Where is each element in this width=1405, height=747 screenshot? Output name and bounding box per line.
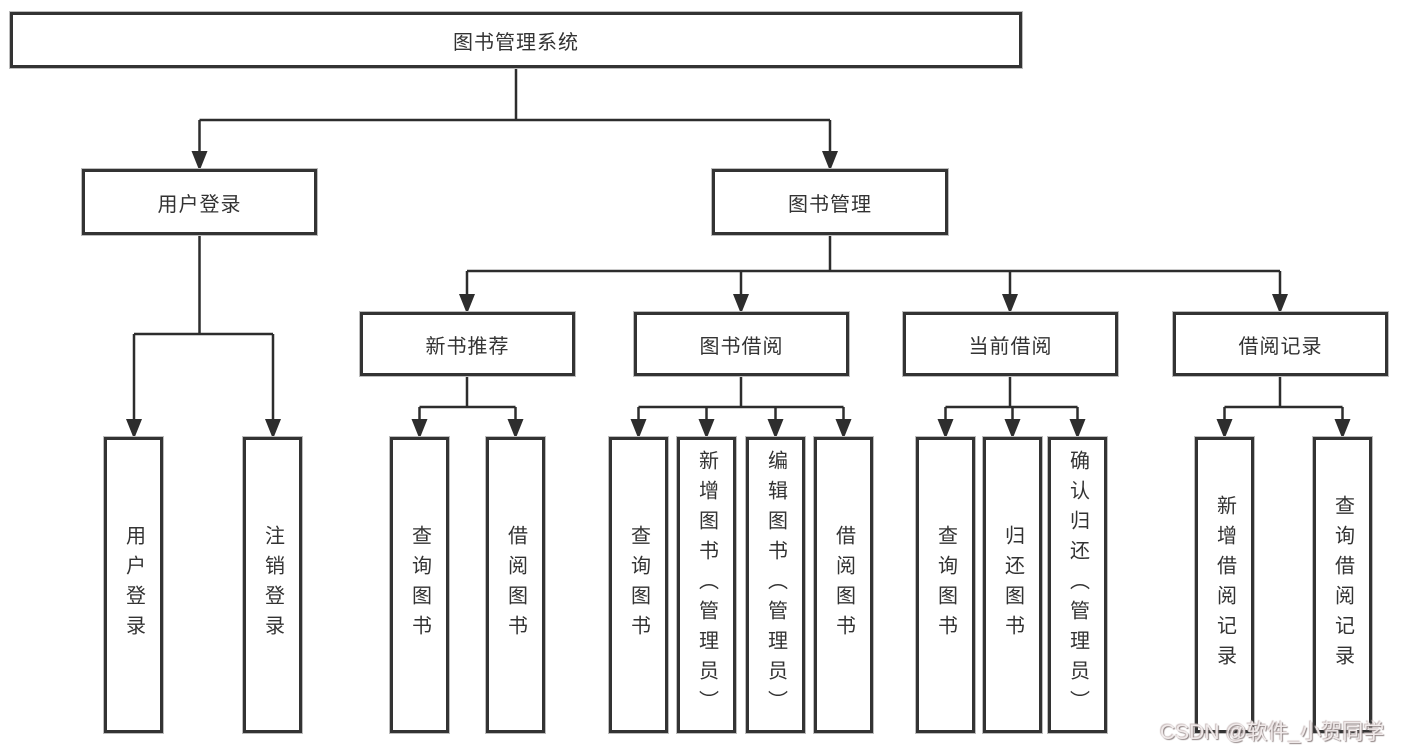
node-label: 图书管理 bbox=[788, 193, 872, 216]
leaf-label: 注销登录 bbox=[261, 525, 284, 645]
leaf-label: 用户登录 bbox=[122, 525, 145, 645]
leaf-label: 新增图书（管理员） bbox=[695, 450, 718, 720]
node-new-book-recommendation: 新书推荐 bbox=[360, 312, 575, 376]
leaf-query-borrow-record: 查询借阅记录 bbox=[1313, 437, 1372, 733]
node-book-borrowing: 图书借阅 bbox=[634, 312, 849, 376]
leaf-confirm-return-admin: 确认归还（管理员） bbox=[1048, 437, 1107, 733]
node-label: 图书管理系统 bbox=[453, 31, 579, 54]
leaf-query-books-recommend: 查询图书 bbox=[390, 437, 449, 733]
leaf-logout: 注销登录 bbox=[243, 437, 302, 733]
leaf-label: 查询图书 bbox=[934, 525, 957, 645]
leaf-label: 借阅图书 bbox=[504, 525, 527, 645]
leaf-add-books-admin: 新增图书（管理员） bbox=[677, 437, 736, 733]
leaf-edit-books-admin: 编辑图书（管理员） bbox=[746, 437, 805, 733]
leaf-label: 借阅图书 bbox=[832, 525, 855, 645]
node-label: 借阅记录 bbox=[1238, 335, 1323, 358]
leaf-label: 归还图书 bbox=[1001, 525, 1024, 645]
leaf-label: 确认归还（管理员） bbox=[1066, 450, 1089, 720]
leaf-add-borrow-record: 新增借阅记录 bbox=[1195, 437, 1254, 733]
node-library-management-system: 图书管理系统 bbox=[10, 12, 1022, 68]
leaf-label: 查询图书 bbox=[627, 525, 650, 645]
leaf-query-books-current: 查询图书 bbox=[916, 437, 975, 733]
leaf-borrow-books: 借阅图书 bbox=[814, 437, 873, 733]
node-user-login: 用户登录 bbox=[82, 169, 317, 235]
csdn-watermark: CSDN @软件_小贺同学 bbox=[1160, 721, 1385, 744]
node-current-borrowing: 当前借阅 bbox=[903, 312, 1118, 376]
node-book-management: 图书管理 bbox=[712, 169, 948, 235]
leaf-label: 查询借阅记录 bbox=[1331, 495, 1354, 675]
leaf-borrow-books-recommend: 借阅图书 bbox=[486, 437, 545, 733]
node-label: 图书借阅 bbox=[699, 335, 784, 358]
node-label: 用户登录 bbox=[157, 193, 242, 216]
leaf-label: 编辑图书（管理员） bbox=[764, 450, 787, 720]
leaf-query-books-borrow: 查询图书 bbox=[609, 437, 668, 733]
leaf-label: 新增借阅记录 bbox=[1213, 495, 1236, 675]
node-label: 当前借阅 bbox=[968, 335, 1053, 358]
node-borrowing-records: 借阅记录 bbox=[1173, 312, 1388, 376]
leaf-label: 查询图书 bbox=[408, 525, 431, 645]
node-label: 新书推荐 bbox=[425, 335, 510, 358]
leaf-user-login: 用户登录 bbox=[104, 437, 163, 733]
leaf-return-books: 归还图书 bbox=[983, 437, 1042, 733]
